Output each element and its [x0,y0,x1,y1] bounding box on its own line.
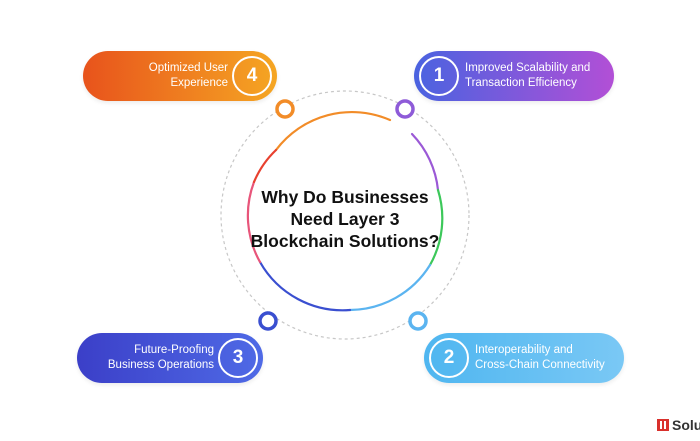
ring-arc-green [428,188,444,267]
item-3-line2: Business Operations [107,359,214,371]
ring-arc-pink [246,180,262,264]
logo-icon [657,419,669,431]
item-1-line1: Improved Scalability and [465,62,591,74]
logo-text: Solu [672,417,700,433]
node-ring-3 [258,311,278,331]
item-2-pill: 2 Interoperability and Cross-Chain Conne… [424,333,624,383]
item-4-number: 4 [232,56,272,96]
center-title-line1: Why Do Businesses [261,187,429,207]
ring-arc-red [252,148,278,184]
ring-arc-navy [258,260,352,312]
item-4-pill: Optimized User Experience 4 [83,51,277,101]
inner-ring [246,110,444,312]
node-ring-1 [395,99,415,119]
item-3-line1: Future-Proofing [134,344,214,356]
item-3-pill: Future-Proofing Business Operations 3 [77,333,263,383]
item-1-line2: Transaction Efficiency [465,77,577,89]
item-2-line2: Cross-Chain Connectivity [475,359,605,371]
dashed-outer-ring [220,90,470,340]
item-3-number: 3 [218,338,258,378]
center-title: Why Do Businesses Need Layer 3 Blockchai… [230,186,460,252]
center-title-line2: Need Layer 3 [290,209,400,229]
item-4-line1: Optimized User [148,62,228,74]
item-2-line1: Interoperability and [475,344,573,356]
ring-arc-orange [274,110,392,152]
item-3-label: Future-Proofing Business Operations [87,333,214,383]
node-ring-2 [408,311,428,331]
brand-logo: Solu [657,416,700,434]
item-1-number: 1 [419,56,459,96]
item-2-number: 2 [429,338,469,378]
node-ring-4 [275,99,295,119]
ring-arc-purple [410,132,440,192]
item-4-label: Optimized User Experience [103,51,228,101]
item-1-label: Improved Scalability and Transaction Eff… [465,51,610,101]
center-title-line3: Blockchain Solutions? [250,231,440,251]
item-2-label: Interoperability and Cross-Chain Connect… [475,333,623,383]
item-4-line2: Experience [170,77,228,89]
ring-arc-blue [348,263,432,312]
item-1-pill: 1 Improved Scalability and Transaction E… [414,51,614,101]
